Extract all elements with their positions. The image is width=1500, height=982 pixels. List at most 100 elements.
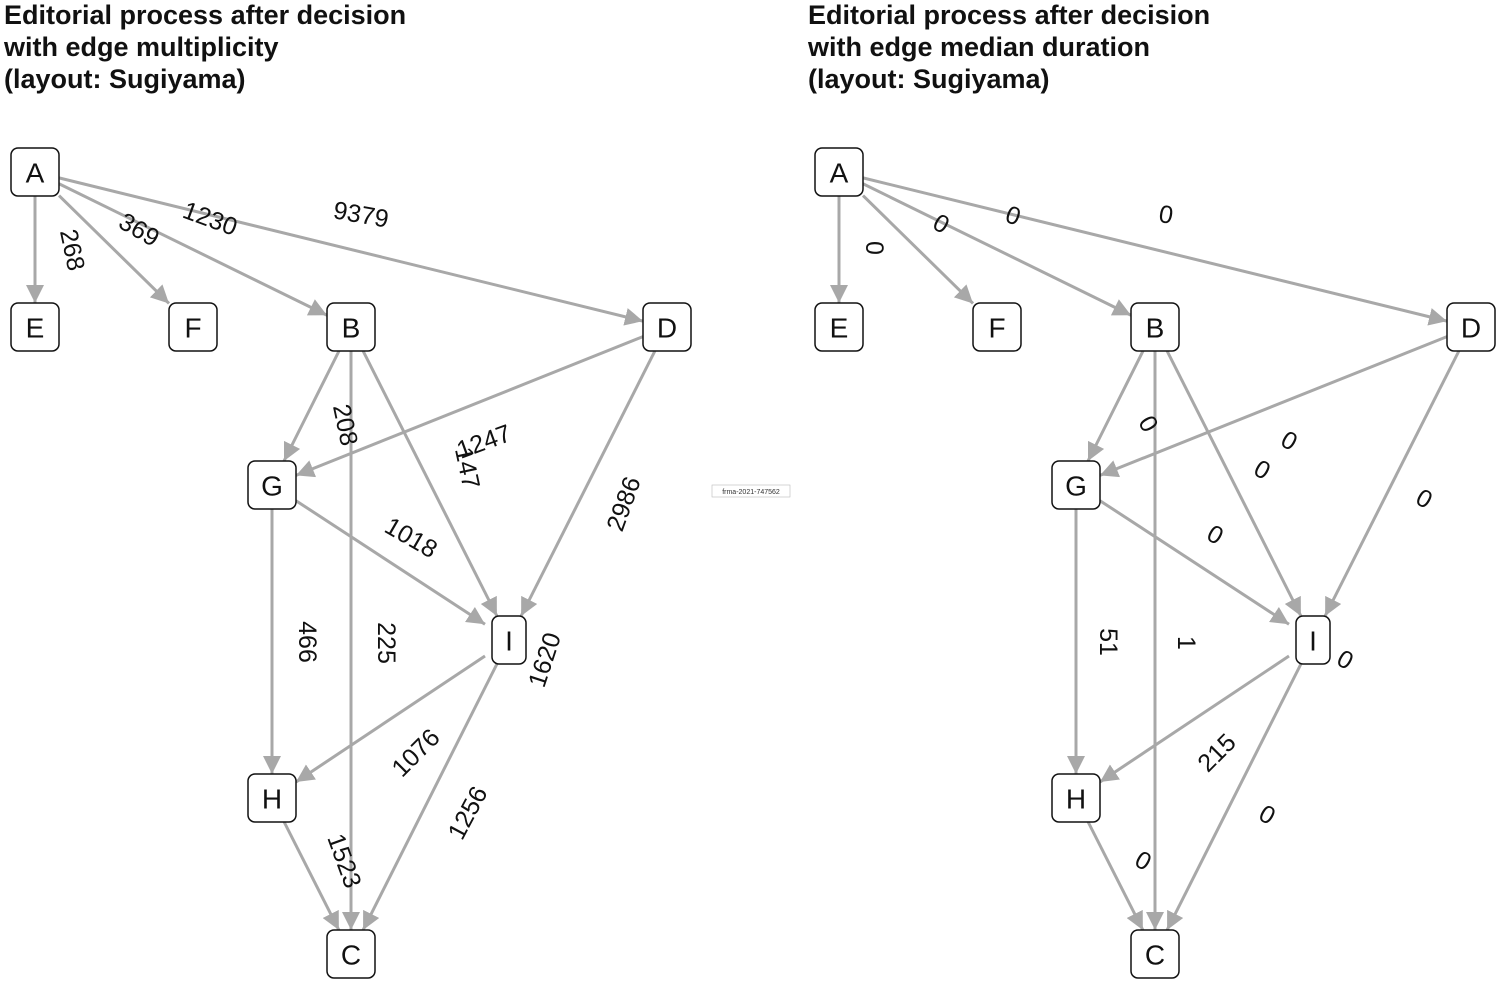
- node-label: A: [26, 158, 45, 189]
- node-box: [326, 302, 376, 352]
- left-edge-label-g-h: 466: [293, 621, 321, 663]
- right-edge-label-b-i: 0: [1249, 454, 1275, 485]
- right-node-e: E: [814, 302, 864, 352]
- node-label: H: [1066, 784, 1086, 815]
- node-box: [168, 302, 218, 352]
- right-edge-b-i: [1165, 350, 1303, 617]
- node-label: B: [1146, 313, 1165, 344]
- node-box: [10, 302, 60, 352]
- left-node-h: H: [247, 773, 297, 823]
- right-node-h: H: [1051, 773, 1101, 823]
- node-box: [1051, 773, 1101, 823]
- right-edge-a-b: [862, 182, 1132, 317]
- left-edge-h-c: [282, 821, 341, 931]
- left-title-line-2: with edge multiplicity: [3, 32, 279, 62]
- node-label: C: [341, 940, 361, 971]
- right-node-c: C: [1130, 929, 1180, 979]
- left-edge-label-a-d: 9379: [331, 196, 391, 233]
- left-edge-label-i-h: 1076: [386, 723, 445, 782]
- right-edge-d-g: [1099, 335, 1448, 478]
- left-edge-a-b: [58, 182, 328, 317]
- right-edge-a-d: [862, 176, 1448, 326]
- node-label: G: [261, 471, 283, 502]
- node-box: [642, 302, 692, 352]
- left-edge-d-i: [519, 350, 657, 617]
- left-edge-label-g-i: 1018: [380, 512, 442, 564]
- right-edge-a-f: [861, 194, 975, 305]
- node-box: [972, 302, 1022, 352]
- left-node-i: I: [491, 615, 527, 665]
- left-edge-label-h-c: 1523: [321, 830, 366, 892]
- node-label: H: [262, 784, 282, 815]
- right-edge-i-c: [1165, 663, 1303, 931]
- right-title-line-1: Editorial process after decision: [808, 0, 1210, 30]
- node-label: C: [1145, 940, 1165, 971]
- right-edge-label-g-i: 0: [1202, 519, 1228, 550]
- node-box: [326, 929, 376, 979]
- left-edges: [26, 176, 657, 931]
- node-label: B: [342, 313, 361, 344]
- right-title-line-3: (layout: Sugiyama): [808, 64, 1050, 94]
- left-edge-i-h: [295, 654, 486, 784]
- right-node-g: G: [1051, 460, 1101, 510]
- right-node-f: F: [972, 302, 1022, 352]
- right-title-line-2: with edge median duration: [807, 32, 1150, 62]
- left-node-b: B: [326, 302, 376, 352]
- left-edge-label-a-e: 268: [54, 227, 90, 274]
- right-edge-label-b-g: 0: [1132, 411, 1163, 437]
- left-title-line-3: (layout: Sugiyama): [4, 64, 246, 94]
- right-node-b: B: [1130, 302, 1180, 352]
- right-edge-label-a-e: 0: [860, 241, 888, 255]
- left-node-e: E: [10, 302, 60, 352]
- left-edge-b-i: [361, 350, 499, 617]
- node-label: D: [1461, 313, 1481, 344]
- node-box: [814, 147, 864, 197]
- right-edges: [830, 176, 1461, 931]
- right-edge-label-i-i: 0: [1332, 644, 1358, 675]
- node-label: E: [26, 313, 45, 344]
- node-box: [1130, 929, 1180, 979]
- right-edge-label-b-c: 1: [1172, 636, 1200, 650]
- left-edge-a-f: [57, 194, 171, 305]
- node-label: G: [1065, 471, 1087, 502]
- left-edge-label-b-c: 225: [372, 622, 400, 664]
- left-title-line-1: Editorial process after decision: [4, 0, 406, 30]
- left-edge-label-b-g: 208: [327, 402, 363, 449]
- node-label: A: [830, 158, 849, 189]
- right-edge-b-g: [1086, 350, 1145, 462]
- left-node-c: C: [326, 929, 376, 979]
- node-box: [1130, 302, 1180, 352]
- left-edge-label-d-g: 1247: [453, 419, 515, 464]
- left-edge-label-d-i: 2986: [601, 473, 646, 535]
- left-edge-b-g: [282, 350, 341, 462]
- left-node-a: A: [10, 147, 60, 197]
- right-edge-label-g-h: 51: [1094, 628, 1122, 656]
- right-edge-label-a-d: 0: [1157, 200, 1176, 230]
- right-edge-d-i: [1323, 350, 1461, 617]
- left-node-f: F: [168, 302, 218, 352]
- left-edge-d-g: [295, 335, 644, 478]
- right-node-d: D: [1446, 302, 1496, 352]
- node-label: I: [1309, 626, 1317, 657]
- right-edge-label-i-h: 215: [1192, 728, 1241, 777]
- right-edge-label-i-c: 0: [1254, 799, 1280, 830]
- node-box: [10, 147, 60, 197]
- left-edge-i-c: [361, 663, 499, 931]
- node-box: [1446, 302, 1496, 352]
- right-node-i: I: [1295, 615, 1331, 665]
- node-box: [1051, 460, 1101, 510]
- right-edge-g-i: [1099, 499, 1290, 626]
- left-node-g: G: [247, 460, 297, 510]
- left-edge-g-i: [295, 499, 486, 626]
- right-node-a: A: [814, 147, 864, 197]
- node-label: D: [657, 313, 677, 344]
- node-box: [1295, 615, 1331, 665]
- node-box: [247, 773, 297, 823]
- watermark: frma-2021-747562: [711, 484, 791, 498]
- node-label: I: [505, 626, 513, 657]
- node-label: E: [830, 313, 849, 344]
- left-edge-label-i-i: 1620: [523, 629, 567, 691]
